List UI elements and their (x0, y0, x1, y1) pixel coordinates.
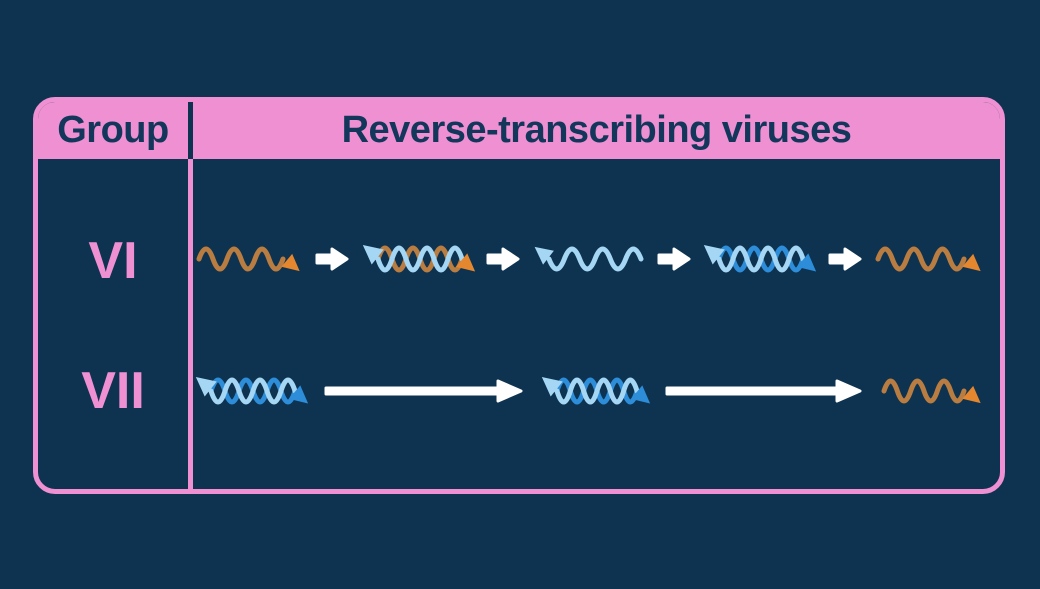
long-step-arrow-icon (665, 379, 862, 403)
header-title-cell: Reverse-transcribing viruses (341, 109, 852, 151)
long-step-arrow-icon (324, 379, 523, 403)
table-body: VI VII (38, 159, 1000, 489)
dsdna-helix-icon (541, 376, 650, 405)
step-arrow-icon (657, 247, 691, 271)
ssrna-wave-icon (196, 246, 300, 272)
group-label-vi: VI (88, 232, 138, 290)
virus-group-table: Group Reverse-transcribing viruses VI VI… (33, 97, 1005, 494)
dsdna-helix-icon (704, 244, 817, 273)
header-group-cell: Group (57, 109, 169, 151)
mrna-wave-icon (875, 246, 981, 272)
step-arrow-icon (828, 247, 862, 271)
step-arrow-icon (315, 247, 349, 271)
step-arrow-icon (486, 247, 520, 271)
ssdna-wave-icon (534, 246, 643, 272)
replication-pathway-group-vii (195, 369, 984, 413)
table-header-row: Group Reverse-transcribing viruses (38, 102, 1000, 159)
replication-pathway-group-vi (195, 237, 984, 281)
rna-dna-hybrid-helix-icon (362, 244, 475, 273)
header-column-divider (188, 102, 193, 159)
dsdna-helix-icon (195, 376, 309, 405)
column-divider (188, 159, 193, 489)
mrna-wave-icon (881, 378, 981, 404)
group-label-vii: VII (81, 362, 145, 420)
